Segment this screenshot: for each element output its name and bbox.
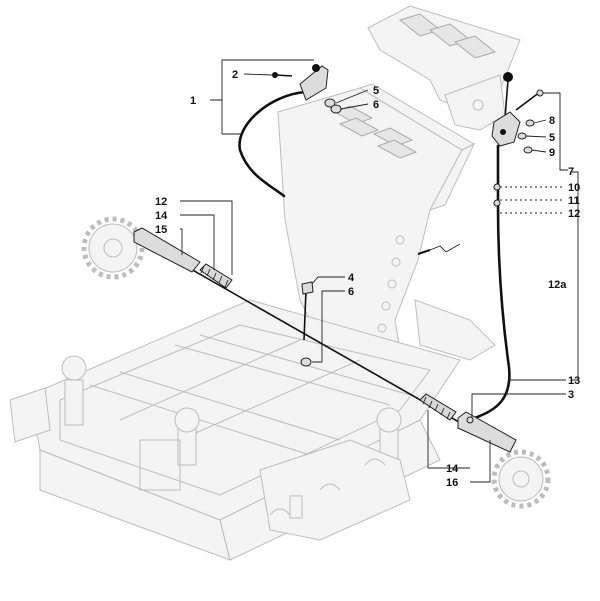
- left-sprocket: [81, 216, 145, 280]
- callout-4: 4: [348, 272, 355, 284]
- control-parts: [133, 64, 544, 453]
- callout-8: 8: [549, 115, 555, 127]
- callout-5-right: 5: [549, 132, 555, 144]
- choke-cable: [238, 90, 307, 198]
- left-tube: [133, 227, 201, 273]
- callout-16: 16: [446, 477, 458, 489]
- callout-14-left: 14: [155, 210, 168, 222]
- throttle-lever: [491, 72, 544, 147]
- callout-12-left: 12: [155, 196, 167, 208]
- callout-14-bottom: 14: [446, 463, 459, 475]
- right-tube: [457, 411, 517, 453]
- callout-11: 11: [568, 195, 580, 207]
- callout-6-mid: 6: [348, 286, 354, 298]
- callout-12a: 12a: [548, 279, 567, 291]
- leader-lines: [180, 59, 579, 483]
- callout-3: 3: [568, 389, 574, 401]
- callout-labels: 1 2 5 6 8 5 9 7 10 11 12 12a 12 14 15 4 …: [155, 69, 580, 489]
- right-spring: [419, 393, 457, 421]
- callout-12-right: 12: [568, 208, 580, 220]
- callout-2: 2: [232, 69, 238, 81]
- callout-15: 15: [155, 224, 167, 236]
- callout-6-top: 6: [373, 99, 379, 111]
- callout-10: 10: [568, 182, 580, 194]
- callout-9: 9: [549, 147, 555, 159]
- callout-13: 13: [568, 375, 580, 387]
- callout-1: 1: [190, 95, 196, 107]
- bolt: [303, 289, 307, 341]
- throttle-cable: [473, 144, 511, 420]
- callout-5-top: 5: [373, 85, 379, 97]
- right-sprocket: [491, 449, 551, 509]
- ghost-frame: [9, 5, 551, 561]
- direction-arrow: [417, 243, 461, 255]
- callout-7: 7: [568, 166, 574, 178]
- nut: [300, 357, 312, 367]
- left-spring: [199, 263, 233, 289]
